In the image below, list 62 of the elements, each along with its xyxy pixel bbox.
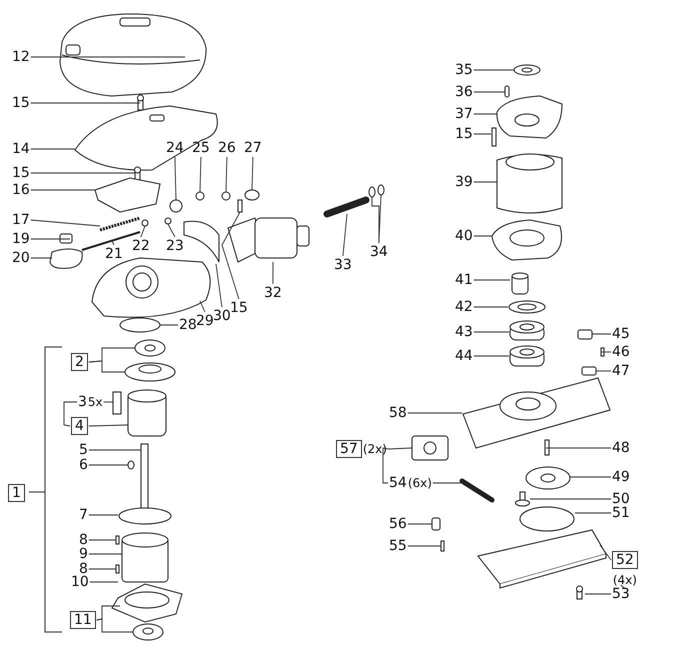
callout-number: 52 (612, 551, 638, 569)
callout-number: 42 (455, 299, 473, 315)
callout-number: 57 (336, 440, 362, 458)
callout-number: 20 (12, 250, 30, 266)
callout-number: 1 (8, 484, 25, 502)
callout-number: 56 (389, 516, 407, 532)
callout-number: 23 (166, 238, 184, 254)
callout-number: 50 (612, 491, 630, 507)
callout-number: 30 (213, 308, 231, 324)
callout-number: 2 (71, 353, 88, 371)
callout-number: 24 (166, 140, 184, 156)
callout-number: 40 (455, 228, 473, 244)
callout-number: 39 (455, 174, 473, 190)
callout-number: 11 (70, 611, 96, 629)
quantity-label: (2x) (362, 441, 387, 457)
callout-number: 33 (334, 257, 352, 273)
callout-number: 58 (389, 405, 407, 421)
callout-number: 21 (105, 246, 123, 262)
quantity-label: 5x (88, 394, 103, 410)
callout-number: 55 (389, 538, 407, 554)
callout-number: 8 (79, 532, 88, 548)
callout-number: 37 (455, 106, 473, 122)
callout-number: 4 (71, 417, 88, 435)
callout-number: 32 (264, 285, 282, 301)
callout-number: 28 (179, 317, 197, 333)
quantity-label: (6x) (408, 475, 432, 491)
callout-number: 3 (78, 394, 87, 410)
callout-number: 15 (12, 165, 30, 181)
callout-number: 48 (612, 440, 630, 456)
callout-number: 10 (71, 574, 89, 590)
callout-number: 34 (370, 244, 388, 260)
callout-number: 26 (218, 140, 236, 156)
callout-number: 17 (12, 212, 30, 228)
callout-number: 49 (612, 469, 630, 485)
callout-number: 35 (455, 62, 473, 78)
quantity-label: (4x) (612, 572, 637, 588)
callout-number: 25 (192, 140, 210, 156)
callout-number: 27 (244, 140, 262, 156)
callout-number: 16 (12, 182, 30, 198)
callout-number: 15 (455, 126, 473, 142)
callout-number: 47 (612, 363, 630, 379)
callout-number: 8 (79, 561, 88, 577)
callout-number: 46 (612, 344, 630, 360)
callout-number: 44 (455, 348, 473, 364)
callout-number: 51 (612, 505, 630, 521)
callout-number: 45 (612, 326, 630, 342)
callout-number: 22 (132, 238, 150, 254)
callout-number: 9 (79, 546, 88, 562)
callout-number: 41 (455, 272, 473, 288)
callout-number: 12 (12, 49, 30, 65)
callout-number: 15 (230, 300, 248, 316)
callout-number: 14 (12, 141, 30, 157)
callout-number: 29 (196, 313, 214, 329)
callout-number: 15 (12, 95, 30, 111)
callout-number: 6 (79, 457, 88, 473)
callout-number: 19 (12, 231, 30, 247)
callout-number: 53 (612, 586, 630, 602)
callout-number: 54 (389, 475, 407, 491)
callout-number: 43 (455, 324, 473, 340)
callout-number: 5 (79, 442, 88, 458)
callout-number: 36 (455, 84, 473, 100)
callout-number: 7 (79, 507, 88, 523)
